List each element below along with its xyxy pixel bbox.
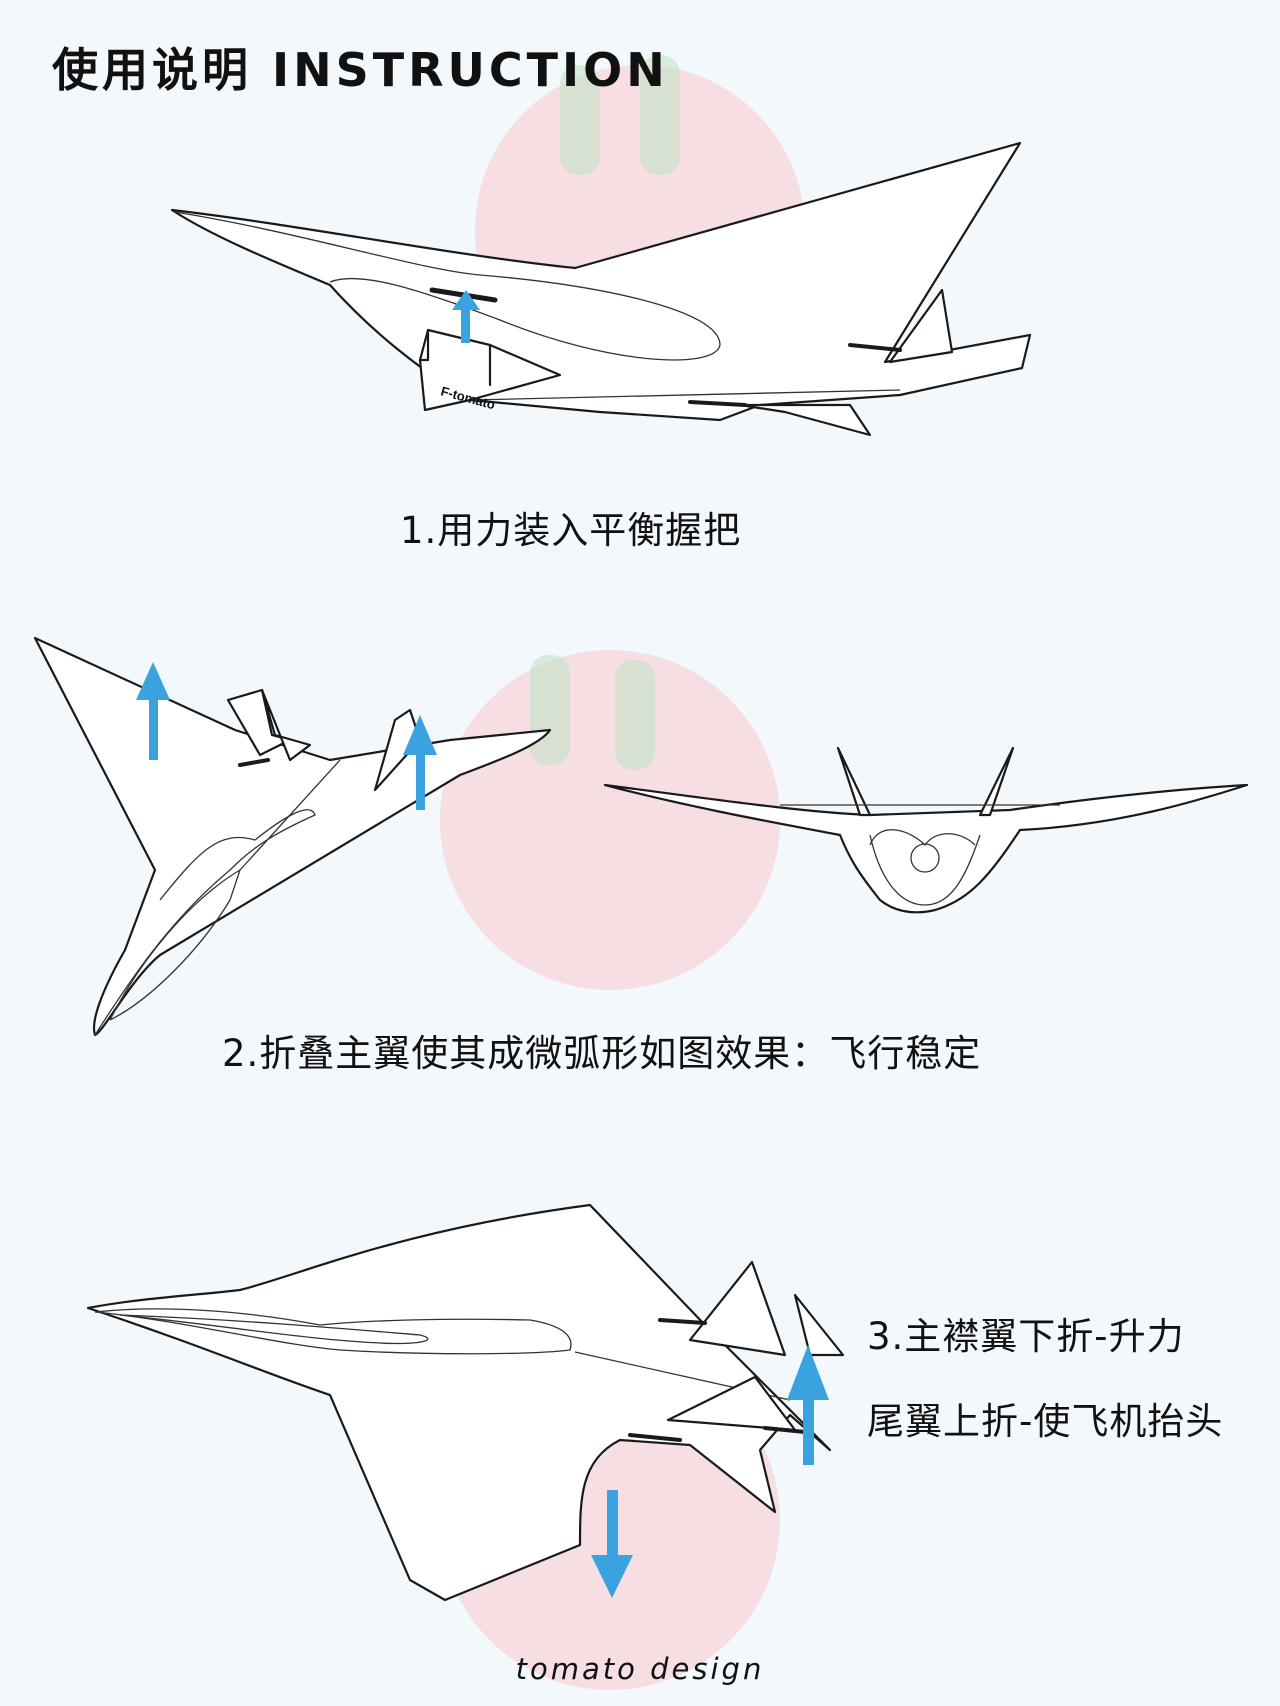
plane-front-view [603, 746, 1249, 914]
up-arrow-icon [787, 1345, 829, 1465]
plane-side-view [33, 636, 552, 1037]
step1-text: 1.用力装入平衡握把 [400, 509, 742, 552]
plane-top-view [86, 1203, 845, 1602]
down-arrow-icon [591, 1490, 633, 1598]
up-arrow-icon [403, 715, 437, 810]
step2-text: 2.折叠主翼使其成微弧形如图效果：飞行稳定 [222, 1032, 982, 1075]
footer-brand: tomato design [515, 1652, 765, 1686]
page-title: 使用说明 INSTRUCTION [52, 43, 669, 97]
up-arrow-icon [136, 662, 170, 760]
step3-text-line1: 3.主襟翼下折-升力 [867, 1315, 1185, 1358]
up-arrow-icon [452, 290, 480, 343]
step3-text-line2: 尾翼上折-使飞机抬头 [867, 1400, 1224, 1443]
